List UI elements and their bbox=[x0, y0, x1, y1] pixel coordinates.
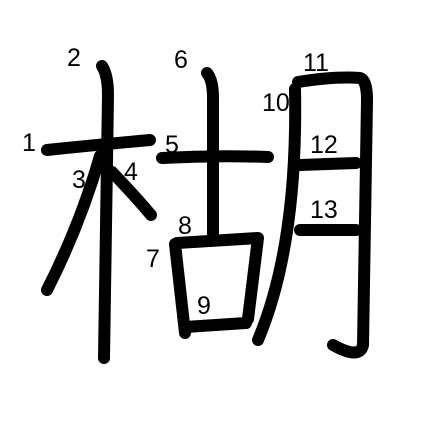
stroke-4 bbox=[106, 166, 157, 221]
stroke-number-13: 13 bbox=[310, 196, 338, 224]
stroke-7 bbox=[169, 238, 191, 339]
stroke-number-5: 5 bbox=[165, 131, 179, 159]
stroke-6 bbox=[201, 67, 219, 240]
stroke-number-9: 9 bbox=[197, 292, 211, 320]
stroke-number-3: 3 bbox=[72, 166, 86, 194]
stroke-2 bbox=[96, 60, 114, 364]
stroke-10 bbox=[252, 83, 302, 346]
stroke-number-7: 7 bbox=[146, 245, 160, 273]
stroke-number-12: 12 bbox=[310, 131, 338, 159]
stroke-11 bbox=[292, 71, 373, 359]
stroke-number-1: 1 bbox=[22, 129, 36, 157]
stroke-number-8: 8 bbox=[178, 212, 192, 240]
stroke-1 bbox=[41, 134, 156, 156]
stroke-3 bbox=[41, 150, 106, 296]
stroke-number-10: 10 bbox=[262, 89, 290, 117]
stroke-number-11: 11 bbox=[303, 49, 329, 77]
stroke-number-2: 2 bbox=[67, 44, 81, 72]
stroke-number-6: 6 bbox=[174, 46, 188, 74]
stroke-12 bbox=[294, 157, 362, 171]
stroke-9 bbox=[179, 317, 252, 333]
stroke-number-4: 4 bbox=[124, 158, 138, 186]
stroke-8 bbox=[171, 232, 264, 325]
